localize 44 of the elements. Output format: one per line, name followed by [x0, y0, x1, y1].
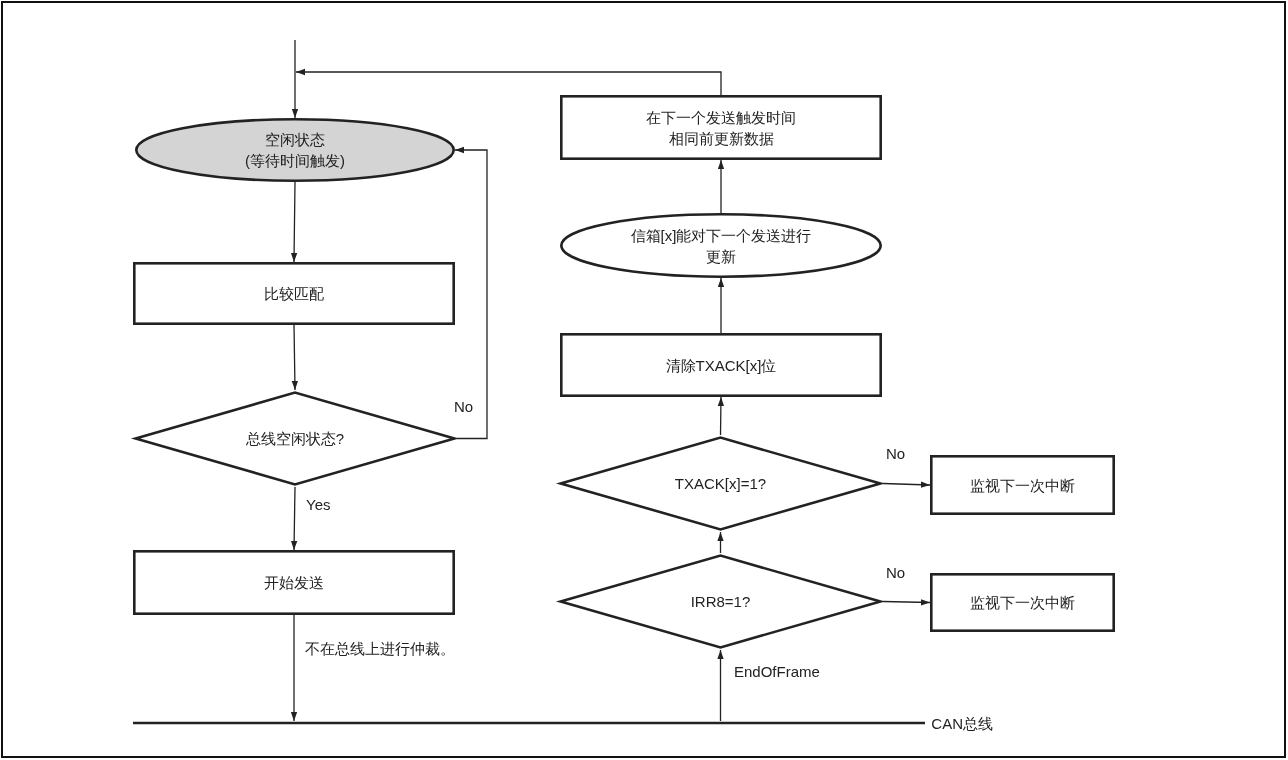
arrow	[291, 39, 299, 119]
edge-label: EndOfFrame	[734, 663, 820, 681]
edge-label: Yes	[306, 496, 331, 514]
arrow	[717, 277, 725, 334]
state-ellipse	[560, 213, 882, 278]
node-text: 开始发送	[264, 573, 324, 593]
node-text: 信箱[x]能对下一个发送进行更新	[629, 225, 813, 267]
edge-label: 不在总线上进行仲裁。	[305, 640, 455, 658]
arrow	[290, 614, 298, 722]
arrow	[295, 68, 722, 96]
arrow	[290, 181, 298, 263]
process-box	[930, 455, 1115, 515]
arrow	[882, 481, 931, 488]
edge-label: No	[886, 564, 906, 582]
process-box	[930, 573, 1115, 632]
state-ellipse	[135, 118, 455, 182]
arrow	[717, 649, 724, 722]
process-box	[560, 95, 882, 160]
process-box	[133, 262, 455, 325]
edge-label: No	[454, 398, 474, 416]
edge-label: No	[886, 445, 906, 463]
arrow	[717, 531, 724, 554]
node-text: IRR8=1?	[690, 592, 751, 612]
node-text: 总线空闲状态?	[245, 429, 345, 449]
arrow	[291, 486, 298, 551]
arrow	[882, 599, 931, 606]
arrow	[717, 396, 725, 436]
decision-diamond	[558, 553, 883, 650]
arrow	[291, 324, 298, 391]
decision-diamond	[558, 435, 883, 532]
node-text: 监视下一次中断	[970, 475, 1075, 496]
node-text: 在下一个发送触发时间相同前更新数据	[645, 107, 797, 149]
node-text: TXACK[x]=1?	[674, 474, 767, 494]
node-text: 比较匹配	[264, 284, 324, 304]
process-box	[560, 333, 882, 397]
bus-label: CAN总线	[931, 713, 993, 734]
process-box	[133, 550, 455, 615]
decision-diamond	[133, 390, 457, 487]
node-text: 空闲状态 (等待时间触发)	[244, 130, 346, 171]
arrow	[717, 159, 725, 214]
node-text: 清除TXACK[x]位	[665, 355, 777, 376]
node-text: 监视下一次中断	[970, 593, 1075, 613]
arrow	[454, 146, 488, 440]
bus-line	[133, 715, 993, 731]
